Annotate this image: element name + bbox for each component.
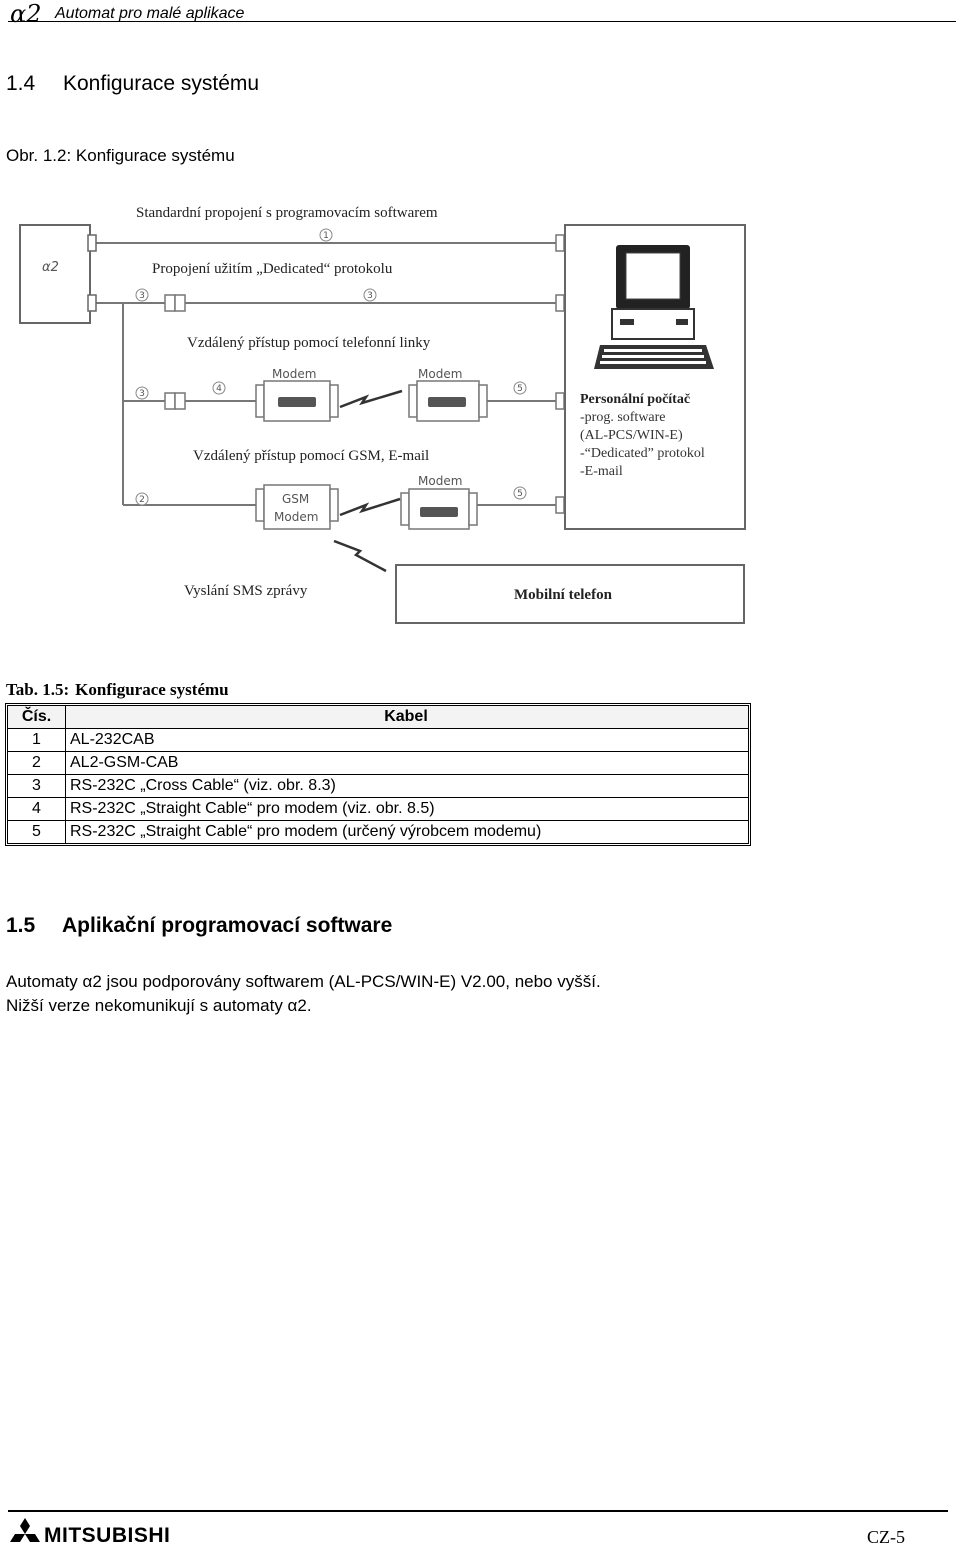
- pc-port: [555, 392, 565, 410]
- table-row: 1 AL-232CAB: [8, 728, 748, 751]
- gsm-modem: GSM Modem: [255, 484, 339, 530]
- table-row: 4 RS-232C „Straight Cable“ pro modem (vi…: [8, 797, 748, 820]
- page-number: CZ-5: [867, 1527, 905, 1547]
- gsm-modem-label-1: GSM: [282, 492, 309, 506]
- wireless-link-icon: [339, 497, 401, 517]
- adapter-plug: [164, 392, 176, 410]
- cable-lines: [96, 242, 556, 506]
- marker-3: [363, 288, 377, 302]
- section-number: 1.5: [6, 914, 36, 937]
- system-configuration-diagram: α2 1 3 3 3 4 5 2 5 Standardní propojení …: [19, 205, 746, 624]
- section-heading-1-4: 1.4 Konfigurace systému: [6, 72, 259, 96]
- table-row: 5 RS-232C „Straight Cable“ pro modem (ur…: [8, 820, 748, 843]
- marker-3-label: 3: [367, 291, 373, 301]
- modem-left: Modem: [255, 367, 339, 422]
- plc-port-top: [87, 234, 97, 252]
- marker-5: [513, 486, 527, 500]
- header-rule: [8, 21, 956, 22]
- body-paragraph-line: Nižší verze nekomunikují s automaty α2.: [6, 996, 312, 1015]
- marker-4: [212, 381, 226, 395]
- header-cable: Kabel: [384, 708, 428, 725]
- pc-port: [555, 294, 565, 312]
- pc-line-1: -prog. software: [580, 410, 666, 425]
- alpha2-logo: α2: [10, 0, 42, 28]
- plc-box: [19, 224, 91, 324]
- adapter-plug: [174, 294, 186, 312]
- modem-gsm-side: Modem: [400, 474, 478, 530]
- cell-cable: RS-232C „Straight Cable“ pro modem (viz.…: [70, 800, 435, 817]
- body-paragraph-line: Automaty α2 jsou podporovány softwarem (…: [6, 972, 601, 991]
- section-title: Konfigurace systému: [63, 72, 260, 95]
- label-standard-connection: Standardní propojení s programovacím sof…: [136, 205, 438, 221]
- label-gsm-access: Vzdálený přístup pomocí GSM, E-mail: [193, 448, 429, 464]
- wireless-link-icon: [333, 539, 387, 573]
- header-number: Čís.: [8, 706, 66, 728]
- pc-line-4: -E-mail: [580, 464, 623, 479]
- marker-2: [135, 492, 149, 506]
- section-title: Aplikační programovací software: [62, 914, 393, 937]
- footer-brand: MITSUBISHI: [44, 1524, 171, 1547]
- marker-3-label: 3: [139, 291, 145, 301]
- cell-cable: AL2-GSM-CAB: [70, 754, 179, 771]
- table-row: 3 RS-232C „Cross Cable“ (viz. obr. 8.3): [8, 774, 748, 797]
- adapter-plug: [174, 392, 186, 410]
- pc-line-2: (AL-PCS/WIN-E): [580, 428, 683, 443]
- marker-5: [513, 381, 527, 395]
- cell-number: 2: [8, 752, 66, 774]
- cell-number: 4: [8, 798, 66, 820]
- mobile-phone-box: [395, 564, 745, 624]
- mitsubishi-three-diamonds-icon: [10, 1518, 40, 1542]
- modem-label: Modem: [418, 474, 462, 488]
- label-mobile-phone: Mobilní telefon: [514, 587, 613, 603]
- marker-1-label: 1: [323, 231, 329, 241]
- marker-5-label: 5: [517, 489, 523, 499]
- label-sms: Vyslání SMS zprávy: [184, 583, 308, 599]
- pc-port: [555, 234, 565, 252]
- marker-3-label: 3: [139, 389, 145, 399]
- figure-caption: Obr. 1.2: Konfigurace systému: [6, 146, 235, 165]
- plc-port-bottom: [87, 294, 97, 312]
- marker-5-label: 5: [517, 384, 523, 394]
- table-row: 2 AL2-GSM-CAB: [8, 751, 748, 774]
- pc-port: [555, 496, 565, 514]
- marker-3: [135, 386, 149, 400]
- table-caption: Tab. 1.5: Konfigurace systému: [6, 680, 235, 700]
- cable-table: Čís. Kabel 1 AL-232CAB 2 AL2-GSM-CAB 3 R…: [5, 703, 751, 846]
- pc-title: Personální počítač: [580, 392, 690, 407]
- modem-label: Modem: [418, 367, 462, 381]
- section-heading-1-5: 1.5 Aplikační programovací software: [6, 914, 392, 938]
- cell-number: 1: [8, 729, 66, 751]
- marker-3: [135, 288, 149, 302]
- marker-4-label: 4: [216, 384, 222, 394]
- table-caption-title: Konfigurace systému: [75, 680, 229, 699]
- plc-label: α2: [42, 260, 59, 275]
- marker-1: [319, 228, 333, 242]
- marker-2-label: 2: [139, 495, 145, 505]
- adapter-plug: [164, 294, 176, 312]
- modem-right: Modem: [408, 367, 488, 422]
- footer-rule: [8, 1510, 948, 1512]
- label-dedicated-connection: Propojení užitím „Dedicated“ protokolu: [152, 261, 393, 277]
- cell-number: 3: [8, 775, 66, 797]
- table-header-row: Čís. Kabel: [8, 706, 748, 728]
- header-title: Automat pro malé aplikace: [55, 5, 245, 22]
- label-phone-access: Vzdálený přístup pomocí telefonní linky: [187, 335, 431, 351]
- table-caption-number: Tab. 1.5:: [6, 680, 70, 699]
- gsm-modem-label-2: Modem: [274, 510, 318, 524]
- cell-number: 5: [8, 821, 66, 843]
- section-number: 1.4: [6, 72, 36, 95]
- wireless-link-icon: [339, 389, 403, 409]
- cell-cable: AL-232CAB: [70, 731, 155, 748]
- pc-line-3: -“Dedicated” protokol: [580, 446, 705, 461]
- personal-computer-icon: [594, 245, 714, 369]
- cell-cable: RS-232C „Cross Cable“ (viz. obr. 8.3): [70, 777, 336, 794]
- modem-label: Modem: [272, 367, 316, 381]
- cell-cable: RS-232C „Straight Cable“ pro modem (urče…: [70, 823, 542, 840]
